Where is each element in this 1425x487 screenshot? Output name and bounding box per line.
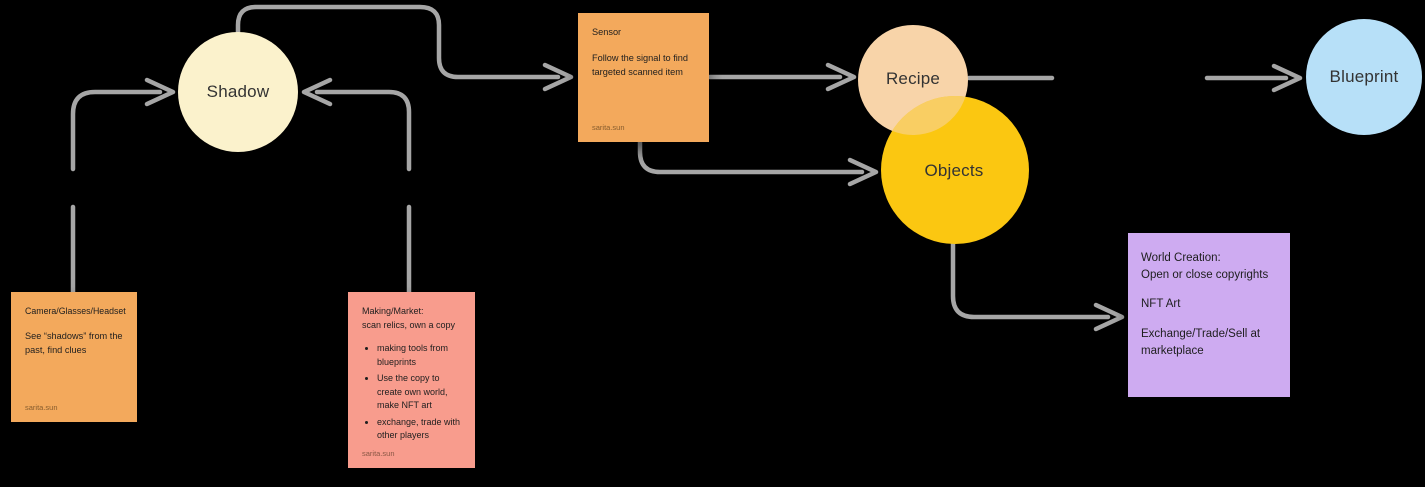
sticky-note-making-market[interactable]: Making/Market: scan relics, own a copy m…: [348, 292, 475, 468]
recipe-objects-overlap: [892, 95, 966, 135]
sticky-note-sensor[interactable]: Sensor Follow the signal to find targete…: [578, 13, 709, 142]
note-paragraph: World Creation: Open or close copyrights: [1141, 252, 1269, 281]
connector-sensor-to-recipe[interactable]: [707, 62, 857, 92]
shadow-circle-label: Shadow: [206, 82, 270, 101]
note-title: Sensor: [592, 27, 622, 37]
bullet-item: Use the copy to create own world, make N…: [377, 372, 461, 413]
connector-recipe-to-blueprint[interactable]: [966, 63, 1303, 93]
bullet-item: making tools from blueprints: [377, 342, 461, 369]
note-author: sarita.sun: [592, 123, 625, 132]
sticky-note-camera[interactable]: Camera/Glasses/Headset See “shadows” fro…: [11, 292, 137, 422]
note-body: See “shadows” from the past, find clues: [25, 331, 123, 356]
blueprint-circle[interactable]: [1306, 19, 1422, 135]
shadow-circle[interactable]: [178, 32, 298, 152]
bullet-item: exchange, trade with other players: [377, 416, 461, 443]
blueprint-circle-label: Blueprint: [1329, 67, 1399, 86]
connector-camera-to-shadow[interactable]: [70, 77, 176, 295]
note-paragraph: NFT Art: [1141, 298, 1181, 311]
note-author: sarita.sun: [25, 403, 58, 412]
connector-making-to-shadow[interactable]: [301, 77, 412, 295]
objects-circle-label: Objects: [924, 161, 984, 180]
sticky-note-world-creation[interactable]: World Creation: Open or close copyrights…: [1128, 233, 1290, 397]
note-body: Follow the signal to find targeted scann…: [592, 52, 689, 78]
note-bullet-list: making tools from blueprints Use the cop…: [362, 342, 461, 443]
note-paragraph: Exchange/Trade/Sell at marketplace: [1141, 328, 1261, 357]
connector-shadow-to-sensor[interactable]: [235, 4, 574, 92]
note-title: Making/Market: scan relics, own a copy: [362, 306, 456, 330]
connector-objects-to-world-note[interactable]: [950, 240, 1125, 332]
note-title: Camera/Glasses/Headset: [25, 306, 126, 316]
connector-sensor-to-objects[interactable]: [637, 139, 879, 187]
note-author: sarita.sun: [362, 449, 395, 458]
recipe-circle-label: Recipe: [885, 69, 941, 88]
